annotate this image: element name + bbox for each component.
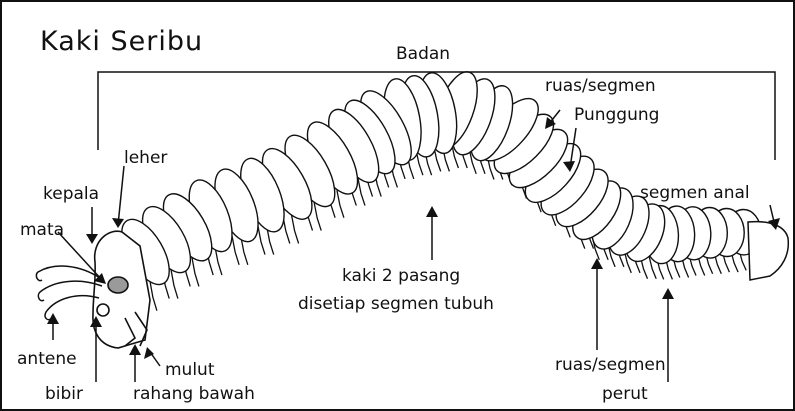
label-kaki-line2: disetiap segmen tubuh bbox=[298, 296, 494, 313]
label-bibir: bibir bbox=[45, 386, 83, 403]
label-ruas-punggung-line1: ruas/segmen bbox=[545, 78, 656, 95]
label-badan: Badan bbox=[396, 46, 450, 63]
label-kepala: kepala bbox=[43, 186, 99, 203]
label-kaki-line1: kaki 2 pasang bbox=[342, 268, 460, 285]
eye-icon bbox=[108, 277, 128, 293]
label-ruas-punggung-line2: Punggung bbox=[574, 107, 659, 124]
label-mulut: mulut bbox=[165, 362, 215, 379]
label-leher: leher bbox=[124, 150, 167, 167]
label-mata: mata bbox=[20, 222, 64, 239]
label-segmen-anal: segmen anal bbox=[640, 185, 750, 202]
label-antene: antene bbox=[17, 351, 77, 368]
diagram-title: Kaki Seribu bbox=[40, 28, 203, 55]
label-ruas-perut-line1: ruas/segmen bbox=[555, 357, 666, 374]
label-ruas-perut-line2: perut bbox=[602, 386, 648, 403]
label-rahang-bawah: rahang bawah bbox=[133, 386, 255, 403]
lip-icon bbox=[97, 304, 109, 316]
